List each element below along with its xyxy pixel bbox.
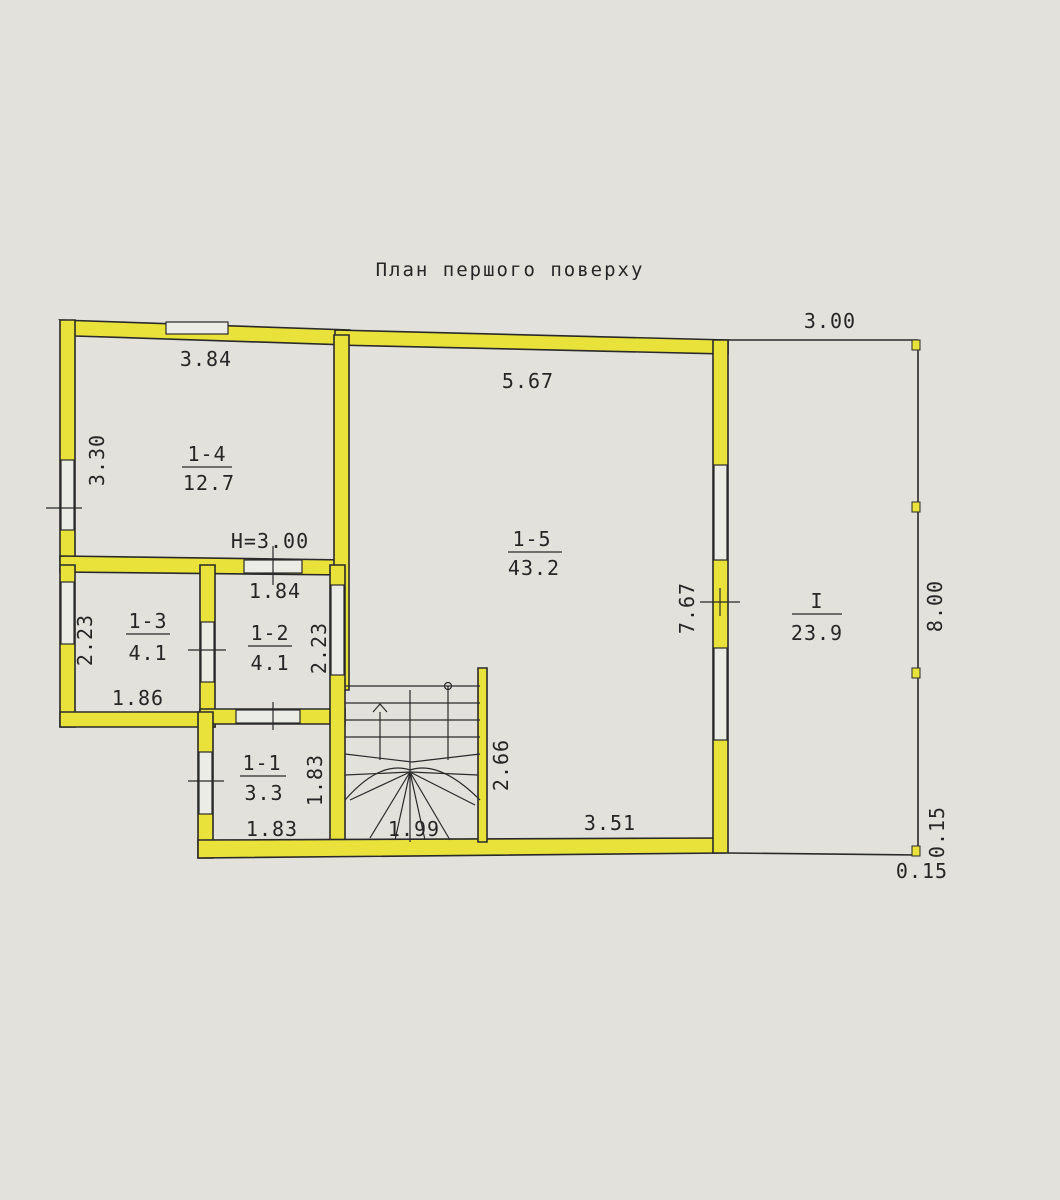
dim-1-86: 1.86 <box>112 686 164 710</box>
room-1-4-area: 12.7 <box>183 471 235 495</box>
room-I-id: I <box>810 589 823 613</box>
dim-0-15-horizontal: 0.15 <box>896 859 948 883</box>
dim-2-23-left: 2.23 <box>73 614 97 666</box>
wall-bottom-1-3 <box>59 711 216 728</box>
axis-marks <box>46 507 740 782</box>
door-1-1 <box>198 751 213 815</box>
plan-title: План першого поверху <box>376 259 645 281</box>
wall-top-main <box>334 329 729 355</box>
dim-height: H=3.00 <box>231 529 309 553</box>
dim-1-83-horizontal: 1.83 <box>246 817 298 841</box>
room-1-3-area: 4.1 <box>128 641 167 665</box>
room-1-5-area: 43.2 <box>508 556 560 580</box>
dimension-labels: 3.84 3.30 H=3.00 5.67 3.00 1.84 2.23 2.2… <box>73 309 949 883</box>
window-right-lower <box>713 647 728 741</box>
wall-bottom-outer <box>197 837 726 859</box>
door-1-3 <box>200 621 215 683</box>
dim-3-51: 3.51 <box>584 811 636 835</box>
room-1-5-id: 1-5 <box>512 527 551 551</box>
dim-1-84: 1.84 <box>249 579 301 603</box>
terrace-outline <box>727 339 921 857</box>
dim-0-15-vertical: 0.15 <box>925 806 949 858</box>
dim-3-84: 3.84 <box>180 347 232 371</box>
dim-1-99: 1.99 <box>388 817 440 841</box>
staircase <box>344 681 481 842</box>
windows <box>60 321 728 815</box>
dim-2-66: 2.66 <box>489 739 513 791</box>
door-1-2-right <box>330 584 345 676</box>
room-1-4-id: 1-4 <box>187 442 226 466</box>
dim-7-67: 7.67 <box>675 582 699 634</box>
room-I-area: 23.9 <box>791 621 843 645</box>
dim-5-67: 5.67 <box>502 369 554 393</box>
wall-stair-partition <box>477 667 488 843</box>
window-right-upper <box>713 464 728 561</box>
room-1-2-id: 1-2 <box>250 621 289 645</box>
walls <box>58 319 729 859</box>
window-left-1-3 <box>60 581 75 645</box>
room-1-1-id: 1-1 <box>242 751 281 775</box>
window-left-1-4 <box>60 459 75 531</box>
room-1-1-area: 3.3 <box>244 781 283 805</box>
dim-3-00: 3.00 <box>804 309 856 333</box>
window-top-1-4 <box>165 321 229 335</box>
room-1-3-id: 1-3 <box>128 609 167 633</box>
dim-8-00: 8.00 <box>923 580 947 632</box>
dim-2-23-right: 2.23 <box>307 622 331 674</box>
dim-3-30: 3.30 <box>85 434 109 486</box>
room-labels: 1-4 12.7 1-5 43.2 1-3 4.1 1-2 4.1 1-1 3.… <box>126 442 843 805</box>
door-1-2-bottom <box>235 709 301 724</box>
dim-1-83-vertical: 1.83 <box>303 754 327 806</box>
room-1-2-area: 4.1 <box>250 651 289 675</box>
